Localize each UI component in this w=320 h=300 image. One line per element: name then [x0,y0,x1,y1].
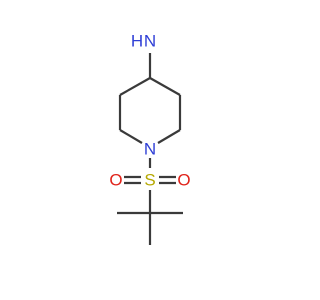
oxygen-left-label: O [109,171,122,190]
atom-labels: H N N S O O [109,32,190,190]
oxygen-right-label: O [177,171,190,190]
bonds [117,53,183,245]
amine-hydrogen-label: H [131,32,143,51]
sulfur-label: S [144,171,155,190]
amine-nitrogen-label: N [144,32,156,51]
bond-c6-n1 [157,129,181,144]
molecule-structure: H N N S O O [109,32,191,245]
bond-c4-c3 [119,77,151,96]
ring-nitrogen-label: N [144,140,156,159]
bond-c2-n1 [119,129,143,144]
bond-c4-c5 [149,77,181,96]
